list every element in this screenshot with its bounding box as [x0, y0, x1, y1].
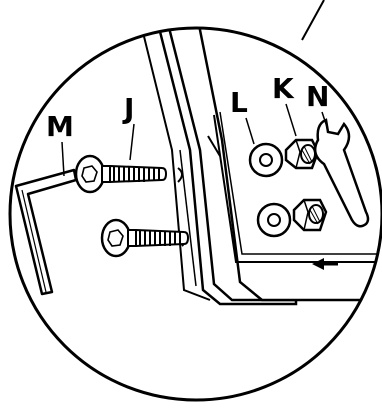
allen-key [16, 170, 76, 294]
label-j: J [122, 92, 134, 125]
washer-upper [250, 144, 282, 176]
leader-j [130, 124, 134, 160]
label-l: L [230, 86, 248, 119]
bolt-upper [76, 156, 166, 192]
nut-upper [286, 140, 318, 168]
bolt-lower [102, 220, 188, 256]
label-m: M [46, 110, 74, 143]
label-n: N [306, 80, 329, 113]
magnified-detail: ← [0, 0, 382, 304]
nut-lower [294, 200, 326, 230]
label-k: K [272, 72, 295, 105]
leader-m [62, 142, 64, 176]
washer-lower [258, 204, 290, 236]
callout-leader-line [302, 0, 324, 40]
